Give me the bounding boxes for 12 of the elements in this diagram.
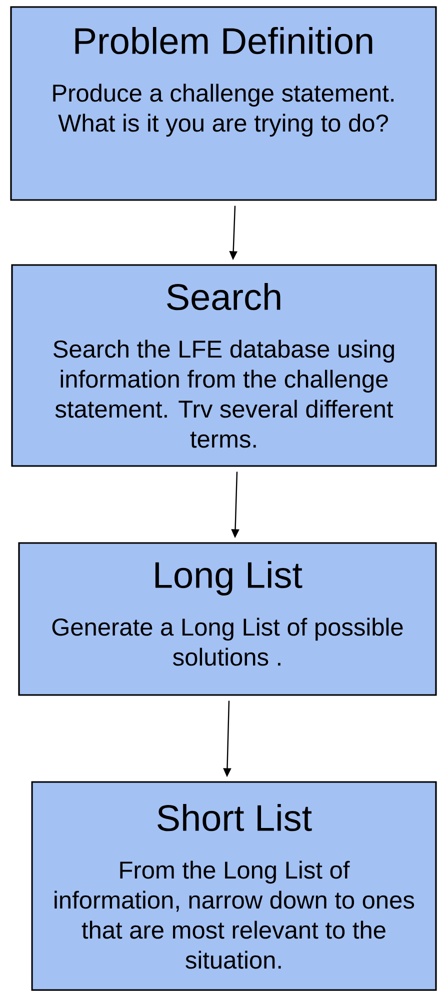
step-box bbox=[10, 6, 437, 201]
step-description: Generate a Long List of possible solutions . bbox=[52, 618, 403, 666]
step-title: Long List bbox=[155, 561, 302, 596]
step-description: From the Long List of information, narrow down to ones that are most relevant to the situation. bbox=[54, 860, 414, 969]
step-title: Short List bbox=[158, 804, 312, 832]
step-box bbox=[31, 781, 437, 991]
step-description: Produce a challenge statement. What is it you are trying to do? bbox=[53, 84, 394, 137]
step-title: Problem Definition bbox=[75, 27, 372, 54]
step-box bbox=[11, 264, 437, 467]
step-title: Search bbox=[167, 283, 280, 310]
step-description: Search the LFE database using information from the challenge statement. Trv several different terms. bbox=[54, 340, 394, 448]
step-box bbox=[18, 542, 437, 696]
